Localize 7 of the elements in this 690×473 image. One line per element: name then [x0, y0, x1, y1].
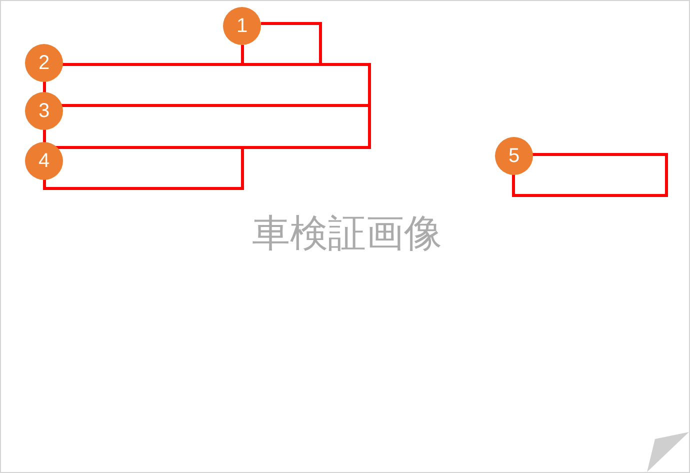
callout-number: 5 — [495, 137, 533, 175]
image-placeholder-text: 車検証画像 — [252, 210, 442, 257]
callout-number: 2 — [25, 44, 63, 82]
callout-number: 4 — [25, 142, 63, 180]
callout-number: 1 — [223, 7, 261, 45]
highlight-frame — [261, 22, 322, 66]
callout-number: 3 — [25, 92, 63, 130]
